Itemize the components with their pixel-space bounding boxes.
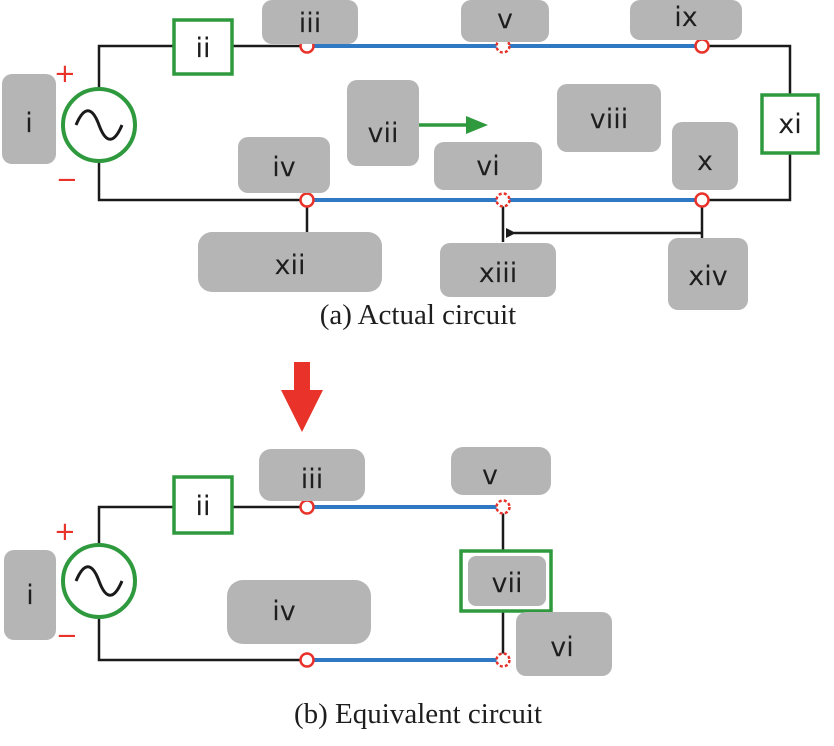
equiv-source-plus: + bbox=[54, 517, 76, 547]
equiv-node-iv bbox=[299, 652, 315, 668]
equiv-wire-top-left bbox=[97, 505, 307, 544]
svg-text:vi: vi bbox=[550, 632, 573, 663]
actual-component-xi bbox=[760, 93, 820, 155]
equiv-label-i: i bbox=[4, 550, 56, 640]
svg-text:xii: xii bbox=[275, 250, 306, 281]
ac-source-icon bbox=[61, 543, 137, 619]
svg-text:iv: iv bbox=[272, 152, 296, 183]
equiv-label-iii: iii bbox=[259, 449, 365, 501]
svg-text:xi: xi bbox=[778, 109, 801, 140]
svg-text:iv: iv bbox=[272, 596, 296, 627]
equiv-node-iii bbox=[299, 499, 315, 515]
actual-label-viii: viii bbox=[557, 84, 661, 152]
equiv-node-vi bbox=[495, 652, 511, 668]
actual-wire-top-left bbox=[97, 44, 307, 88]
equiv-source-minus: − bbox=[56, 621, 78, 651]
svg-text:i: i bbox=[26, 580, 34, 611]
actual-node-x bbox=[694, 192, 710, 208]
actual-label-x: x bbox=[672, 122, 738, 190]
equiv-node-v bbox=[495, 499, 511, 515]
equiv-component-ii bbox=[172, 475, 234, 535]
red-down-arrow-icon bbox=[281, 362, 323, 432]
equiv-label-ii: ii bbox=[195, 491, 210, 522]
caption-equivalent: (b) Equivalent circuit bbox=[294, 698, 542, 730]
svg-text:vi: vi bbox=[476, 151, 499, 182]
actual-node-ix bbox=[694, 38, 710, 54]
svg-text:v: v bbox=[482, 460, 498, 491]
actual-node-vi bbox=[495, 192, 511, 208]
svg-text:ii: ii bbox=[195, 33, 210, 64]
actual-circuit: + − i ii iii v ix bbox=[2, 0, 820, 331]
actual-source-plus: + bbox=[54, 59, 76, 89]
svg-text:x: x bbox=[697, 146, 713, 177]
actual-label-xiii: xiii bbox=[440, 243, 556, 297]
actual-label-v: v bbox=[461, 0, 549, 42]
svg-text:ii: ii bbox=[195, 491, 210, 522]
equiv-label-vii: vii bbox=[468, 556, 546, 606]
green-arrow-icon bbox=[418, 116, 488, 134]
svg-text:xiv: xiv bbox=[688, 261, 727, 292]
actual-node-iv bbox=[299, 192, 315, 208]
svg-text:viii: viii bbox=[590, 104, 628, 135]
actual-label-vi: vi bbox=[434, 142, 542, 190]
equiv-label-vi: vi bbox=[516, 612, 612, 676]
actual-label-vii: vii bbox=[347, 80, 419, 166]
actual-component-ii bbox=[172, 18, 234, 76]
actual-label-xiv: xiv bbox=[668, 238, 748, 310]
actual-source-minus: − bbox=[56, 165, 78, 195]
svg-text:vii: vii bbox=[368, 118, 399, 149]
actual-label-xii: xii bbox=[198, 232, 382, 292]
svg-text:vii: vii bbox=[492, 568, 523, 599]
equiv-wire-bottom-left bbox=[97, 618, 307, 662]
actual-label-i: i bbox=[2, 74, 56, 164]
svg-text:i: i bbox=[25, 108, 33, 139]
svg-text:iii: iii bbox=[299, 8, 322, 39]
svg-text:iii: iii bbox=[301, 464, 324, 495]
equiv-label-v: v bbox=[451, 447, 551, 495]
actual-label-xi: xi bbox=[778, 109, 801, 140]
equiv-label-iv: iv bbox=[227, 580, 371, 644]
ac-source-icon bbox=[61, 87, 137, 163]
svg-text:ix: ix bbox=[674, 2, 698, 33]
actual-label-ii: ii bbox=[195, 33, 210, 64]
equivalent-circuit: + − i ii iii v iv vii vi bbox=[4, 447, 612, 730]
actual-node-v bbox=[495, 38, 511, 54]
actual-label-ix: ix bbox=[630, 0, 742, 40]
actual-label-iii: iii bbox=[262, 0, 358, 44]
actual-label-iv: iv bbox=[238, 137, 330, 193]
svg-text:xiii: xiii bbox=[479, 258, 517, 289]
actual-wire-bottom-left bbox=[97, 162, 307, 202]
svg-text:v: v bbox=[497, 4, 513, 35]
caption-actual: (a) Actual circuit bbox=[320, 299, 516, 331]
